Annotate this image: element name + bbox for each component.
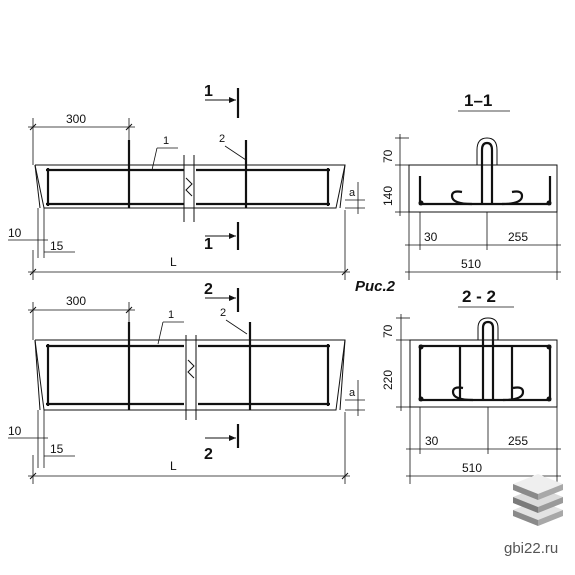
section-1-1-title: 1–1: [464, 91, 492, 110]
cut-label-bottom-2: 2: [204, 446, 213, 463]
section-1-1: 1–1 70 140 30 255 510: [381, 91, 561, 280]
section-1-dim-510: 510: [461, 257, 481, 271]
edge-mark-a-label: a: [349, 187, 356, 199]
figure-label: Рис.2: [355, 278, 396, 295]
cut-marker-bottom-2: 2: [204, 424, 240, 463]
section-2-2: 2 - 2 70 220 30 255: [381, 287, 561, 484]
top-elevation: 1 300 1 2: [8, 83, 365, 280]
leader-2-label: 2: [219, 133, 225, 145]
section-2-dim-220: 220: [381, 370, 395, 390]
dim-300-label: 300: [66, 112, 86, 126]
edge-mark-a-label-bottom: a: [349, 387, 356, 399]
section-1-vertical-dims: 70 140: [381, 134, 409, 216]
cut-label-bottom-1: 1: [204, 236, 213, 253]
dimension-10-15-top: 10 15: [8, 208, 75, 258]
dim-10-label-bottom: 10: [8, 424, 22, 438]
edge-mark-a-bottom: a: [345, 380, 365, 416]
dim-10-label: 10: [8, 226, 22, 240]
dimension-length-top: L: [28, 210, 350, 280]
section-1-horizontal-dims: 30 255 510: [405, 212, 561, 280]
section-2-horizontal-dims: 30 255 510: [406, 407, 561, 484]
leader-1-label: 1: [163, 135, 169, 147]
stacked-slabs-icon: [513, 474, 563, 526]
dim-300-label-bottom: 300: [66, 294, 86, 308]
leader-1-label-bottom: 1: [168, 309, 174, 321]
leader-1-top: 1: [151, 135, 178, 171]
section-2-dim-70: 70: [381, 324, 395, 338]
section-2-2-title: 2 - 2: [462, 287, 496, 306]
watermark-text: gbi22.ru: [504, 540, 558, 557]
cut-label-top-2: 2: [204, 281, 213, 298]
dimension-300-bottom: 300: [28, 294, 135, 340]
bottom-elevation: 2 300 1 2: [8, 281, 365, 484]
leader-2-bottom: 2: [220, 307, 248, 335]
rebar-cage-top: [46, 140, 330, 222]
site-logo: gbi22.ru: [504, 474, 563, 557]
section-2-dim-255: 255: [508, 434, 528, 448]
leader-2-label-bottom: 2: [220, 307, 226, 319]
section-2-dim-30: 30: [425, 434, 439, 448]
beam-outline-bottom: [34, 339, 346, 411]
section-1-dim-255: 255: [508, 230, 528, 244]
dim-length-label-bottom: L: [170, 459, 177, 473]
beam-outline-top: [34, 164, 346, 209]
cut-marker-top-1: 1: [204, 83, 240, 118]
dimension-10-15-bottom: 10 15: [8, 410, 75, 468]
cut-label-top-1: 1: [204, 83, 213, 100]
rebar-cage-bottom: [46, 322, 330, 420]
section-2-loop: [477, 317, 499, 340]
section-1-dim-140: 140: [381, 186, 395, 206]
dimension-300-top: 300: [28, 112, 135, 165]
edge-mark-a-top: a: [345, 182, 365, 214]
dim-15-label: 15: [50, 239, 64, 253]
section-1-dim-30: 30: [424, 230, 438, 244]
section-2-vertical-dims: 70 220: [381, 314, 410, 411]
dim-length-label: L: [170, 255, 177, 269]
dim-15-label-bottom: 15: [50, 442, 64, 456]
leader-2-top: 2: [219, 133, 247, 161]
section-1-loop: [476, 137, 498, 165]
dimension-length-bottom: L: [28, 412, 350, 484]
cut-marker-bottom-1: 1: [204, 222, 240, 253]
section-2-dim-510: 510: [462, 461, 482, 475]
section-1-dim-70: 70: [381, 149, 395, 163]
leader-1-bottom: 1: [157, 309, 184, 345]
cut-marker-top-2: 2: [204, 281, 240, 312]
